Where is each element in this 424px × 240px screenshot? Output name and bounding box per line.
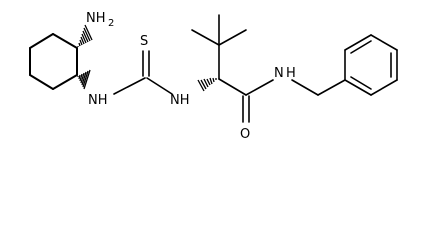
bond-ch2-phenyl <box>317 79 346 96</box>
bond-carbonyl-amide-n <box>245 79 274 96</box>
amine-nh2-label: NH <box>86 11 106 26</box>
hashed-bond-nh-left <box>77 69 91 90</box>
benzene-ring <box>344 34 398 96</box>
thiocarbonyl-s-label: S <box>140 34 148 49</box>
hashed-bond-alpha-nh <box>197 77 217 92</box>
thiourea-nh-left-label: NH <box>88 93 108 108</box>
thiocarbonyl-double-bond <box>142 50 150 77</box>
amine-nh2-subscript: 2 <box>108 18 114 29</box>
tert-butyl-group <box>191 14 247 46</box>
bond-amide-ch2 <box>291 79 319 96</box>
thiourea-nh-right-label: NH <box>170 93 190 108</box>
amide-n-label: N <box>274 66 284 81</box>
amide-h-label: H <box>286 66 296 81</box>
carbonyl-o-label: O <box>240 127 250 142</box>
bond-alpha-carbonyl <box>218 78 247 96</box>
chemical-structure: NH 2 NH S NH O N H <box>29 11 398 142</box>
cyclohexane-ring <box>29 33 78 90</box>
hashed-bond-nh2 <box>77 24 93 47</box>
bond-nh-cs-left <box>113 77 146 95</box>
carbonyl-double-bond <box>242 95 250 123</box>
bond-cs-nh-right <box>146 77 173 95</box>
